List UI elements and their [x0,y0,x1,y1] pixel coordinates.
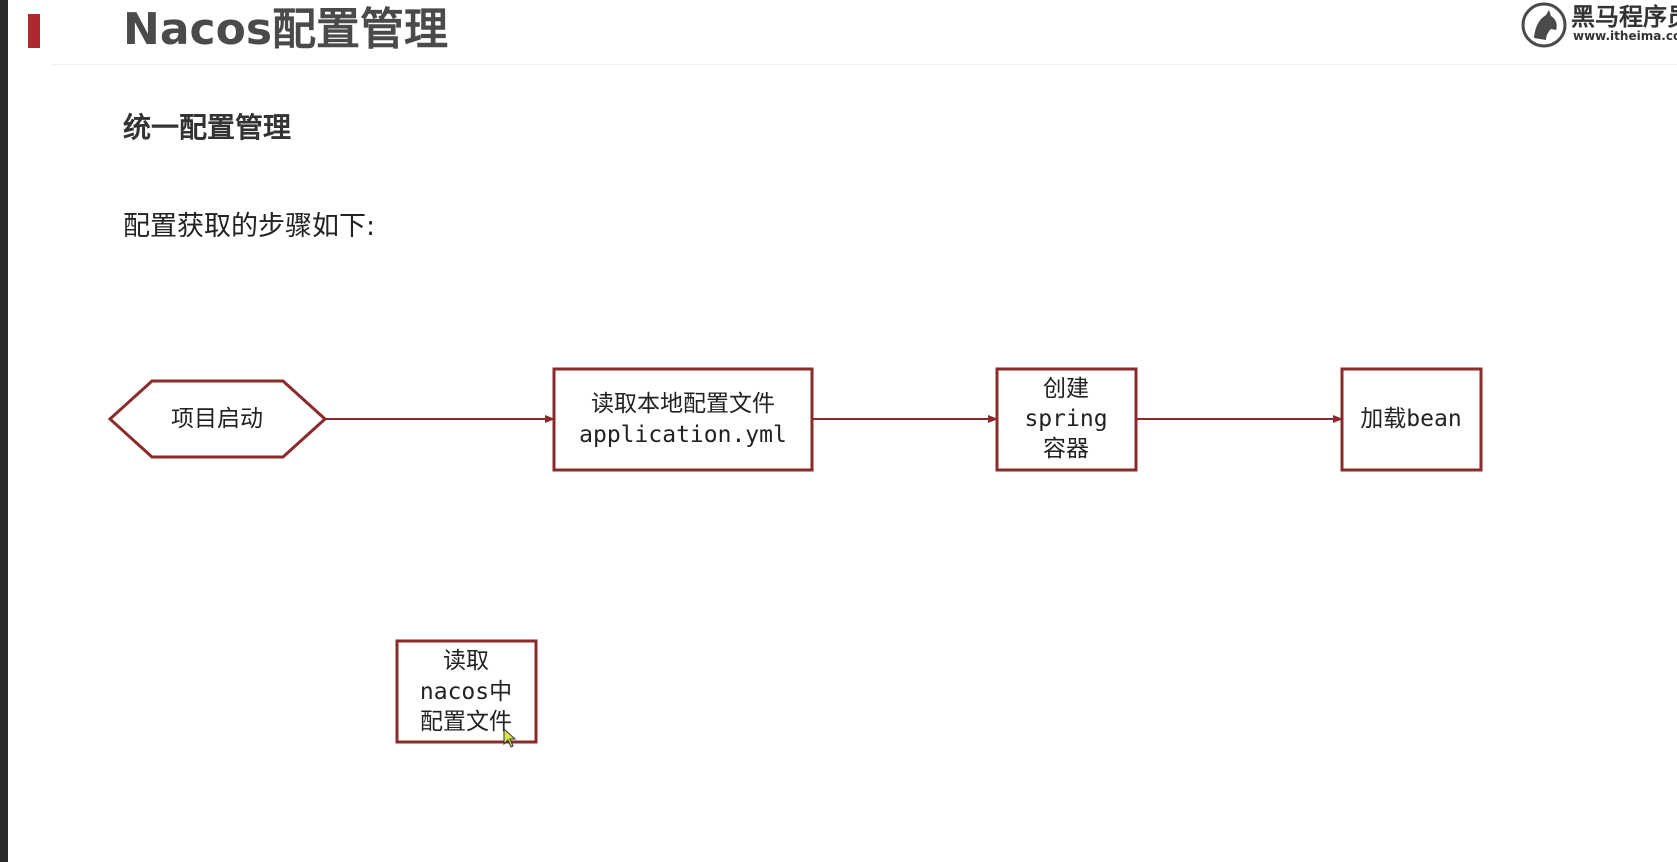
brand-name: 黑马程序员 [1571,3,1677,31]
step-read-nacos-config-line3: 配置文件 [420,709,512,735]
page-title: Nacos配置管理 [123,4,449,55]
title-accent-bar [28,14,40,48]
step-read-nacos-config: 读取 nacos中 配置文件 [395,639,538,744]
header-divider [52,64,1677,65]
step-load-bean-label: 加载bean [1360,406,1461,432]
intro-text: 配置获取的步骤如下: [123,211,376,242]
section-heading: 统一配置管理 [123,111,292,144]
horse-head-icon [1521,2,1567,48]
step-create-spring-container-line3: 容器 [1043,436,1089,462]
mouse-pointer-icon [503,728,517,748]
step-load-bean: 加载bean [1340,367,1483,472]
window-left-edge [0,0,8,862]
step-create-spring-container-line2: spring [1024,406,1107,432]
brand-url: www.itheima.com [1573,29,1677,43]
step-read-local-config: 读取本地配置文件 application.yml [552,367,814,472]
step-read-nacos-config-line1: 读取 [443,648,489,674]
step-read-local-config-line1: 读取本地配置文件 [591,391,775,417]
step-create-spring-container-line1: 创建 [1043,376,1089,402]
brand-logo: 黑马程序员 www.itheima.com [1518,0,1677,52]
step-create-spring-container: 创建 spring 容器 [995,367,1138,472]
start-node-label: 项目启动 [171,406,263,432]
start-node: 项目启动 [107,379,328,459]
step-read-nacos-config-line2: nacos中 [420,679,512,705]
step-read-local-config-line2: application.yml [579,422,787,448]
